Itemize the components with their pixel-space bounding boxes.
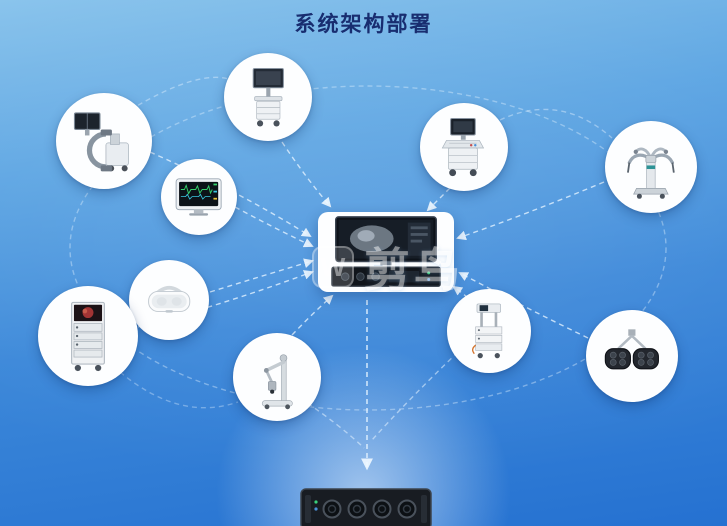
central-video-hub-icon — [331, 216, 441, 287]
ultrasound-cart-icon — [441, 117, 484, 176]
node-patient-monitor — [161, 159, 237, 235]
vr-headset-icon — [147, 285, 191, 313]
node-workstation-cart — [224, 53, 312, 141]
node-central-video-hub — [318, 212, 454, 292]
node-surgical-robot — [605, 121, 697, 213]
node-ultrasound-cart — [420, 103, 508, 191]
node-equipment-cart — [447, 289, 531, 373]
node-endoscopy-tower — [38, 286, 138, 386]
node-vr-headset — [129, 260, 209, 340]
surgical-lights-icon — [604, 329, 660, 370]
node-c-arm-xray — [56, 93, 152, 189]
node-rack-server — [300, 488, 432, 526]
page-title: 系统架构部署 — [294, 13, 433, 36]
node-surgical-lights — [586, 310, 678, 402]
equipment-cart-icon — [472, 303, 503, 359]
c-arm-xray-icon — [73, 111, 129, 171]
patient-monitor-icon — [176, 178, 222, 216]
microscope-stand-icon — [261, 354, 293, 409]
surgical-robot-icon — [627, 147, 675, 199]
workstation-cart-icon — [252, 67, 284, 127]
rack-server-icon — [300, 488, 432, 526]
endoscopy-tower-icon — [71, 301, 105, 372]
node-microscope-stand — [233, 333, 321, 421]
